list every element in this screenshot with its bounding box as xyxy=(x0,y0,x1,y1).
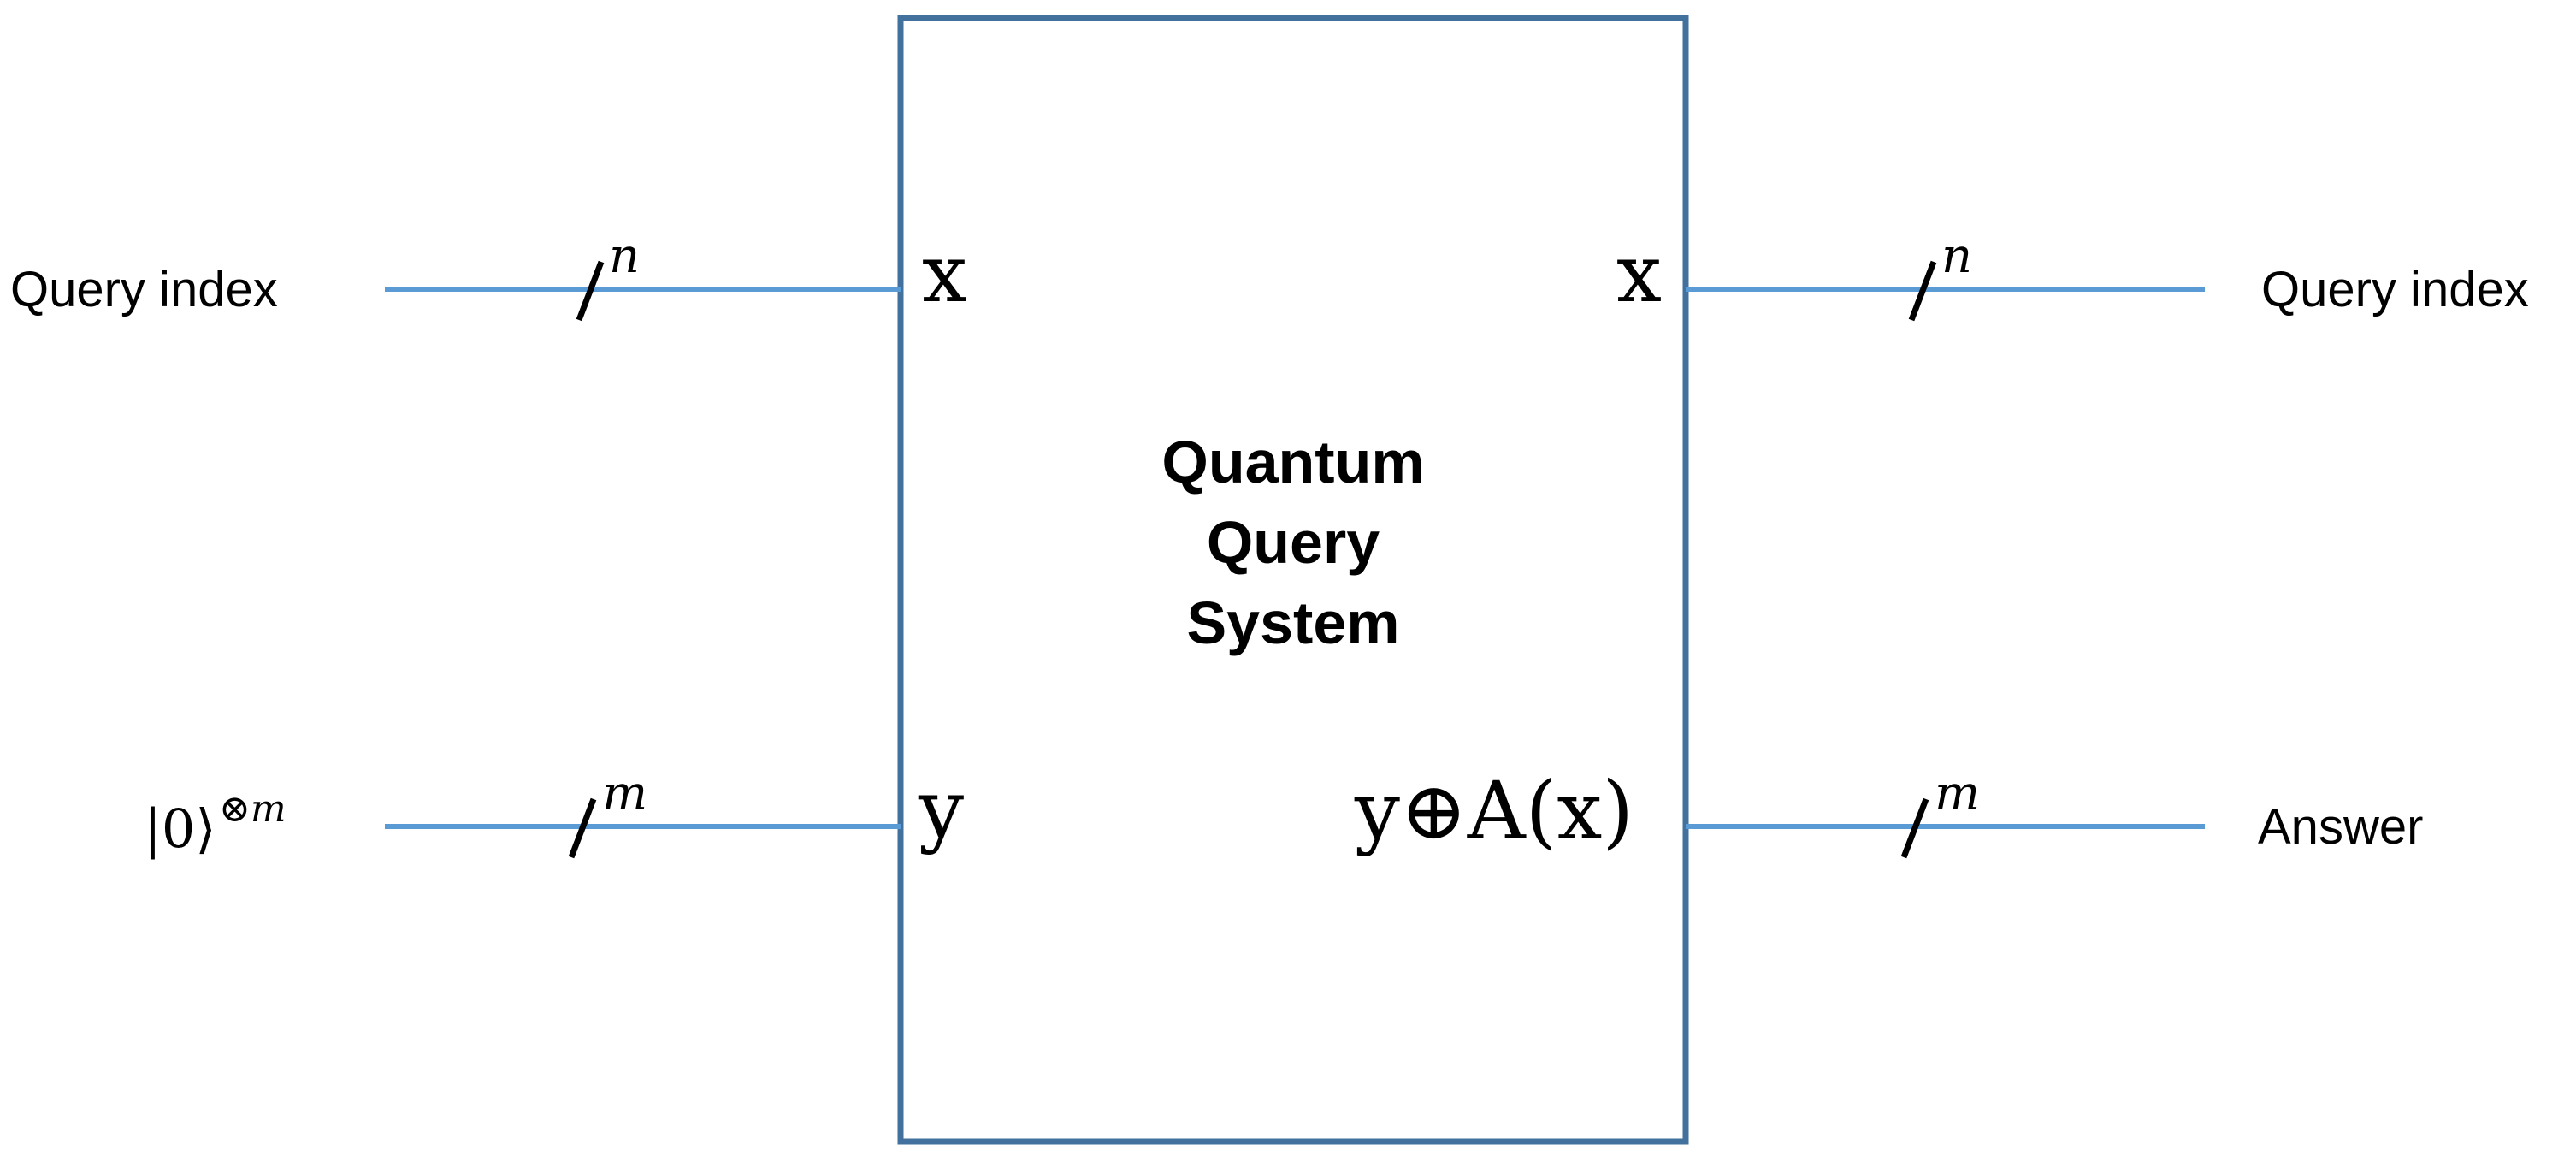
quantum-query-system-box xyxy=(897,15,1689,1145)
box-title-line-1: Quantum xyxy=(1161,429,1424,495)
box-title-line-2: Query xyxy=(1207,509,1380,576)
left-bottom-port-label: y xyxy=(918,763,964,856)
left-top-port-label: x xyxy=(922,228,967,321)
box-title-line-3: System xyxy=(1186,589,1399,656)
right-top-port-label: x xyxy=(1616,228,1662,321)
bottom-left-slash-marker xyxy=(568,797,597,859)
bottom-right-register-size: m xyxy=(1935,766,1980,821)
top-right-wire-label: Query index xyxy=(2261,262,2529,317)
right-bottom-port-label: y⊕A(x) xyxy=(1354,765,1634,858)
bottom-left-register-size: m xyxy=(602,766,647,821)
bottom-right-slash-marker xyxy=(1900,797,1929,859)
top-right-register-size: n xyxy=(1941,228,1972,284)
top-left-register-size: n xyxy=(609,228,640,284)
top-left-slash-marker xyxy=(576,260,605,322)
top-left-wire-label: Query index xyxy=(10,262,278,317)
bottom-right-wire-label: Answer xyxy=(2258,799,2423,855)
tensor-power: ⊗m xyxy=(219,787,287,831)
top-right-slash-marker xyxy=(1908,260,1937,322)
bottom-left-wire-label: |0⟩ ⊗m xyxy=(144,787,287,860)
ket-zero: |0⟩ xyxy=(144,797,216,860)
